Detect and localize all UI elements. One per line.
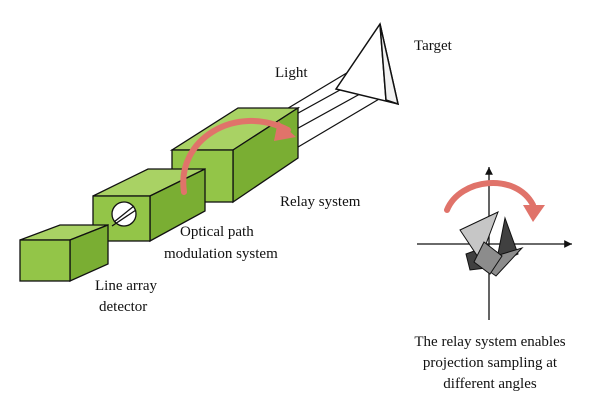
lens-icon — [111, 201, 137, 227]
shape-center — [473, 241, 503, 275]
caption-line3: different angles — [443, 376, 537, 392]
light-label: Light — [275, 65, 308, 81]
detector-label-line2: detector — [99, 299, 147, 315]
relay-rotation-arrow — [180, 117, 296, 195]
shape-light — [459, 211, 499, 262]
caption-line1: The relay system enables — [414, 334, 565, 350]
axes-rotation-arrow — [444, 180, 545, 222]
target-label: Target — [414, 38, 453, 54]
relay-system-label: Relay system — [280, 194, 361, 210]
detector-label-line1: Line array — [95, 278, 158, 294]
optical-path-label-line1: Optical path — [180, 224, 254, 240]
target-prism — [334, 22, 400, 106]
caption-line2: projection sampling at — [423, 355, 558, 371]
projection-shapes — [459, 211, 524, 277]
detector-box — [19, 224, 109, 283]
optical-path-label-line2: modulation system — [164, 246, 278, 262]
detector-face — [19, 239, 71, 282]
coordinate-axes — [417, 167, 572, 320]
